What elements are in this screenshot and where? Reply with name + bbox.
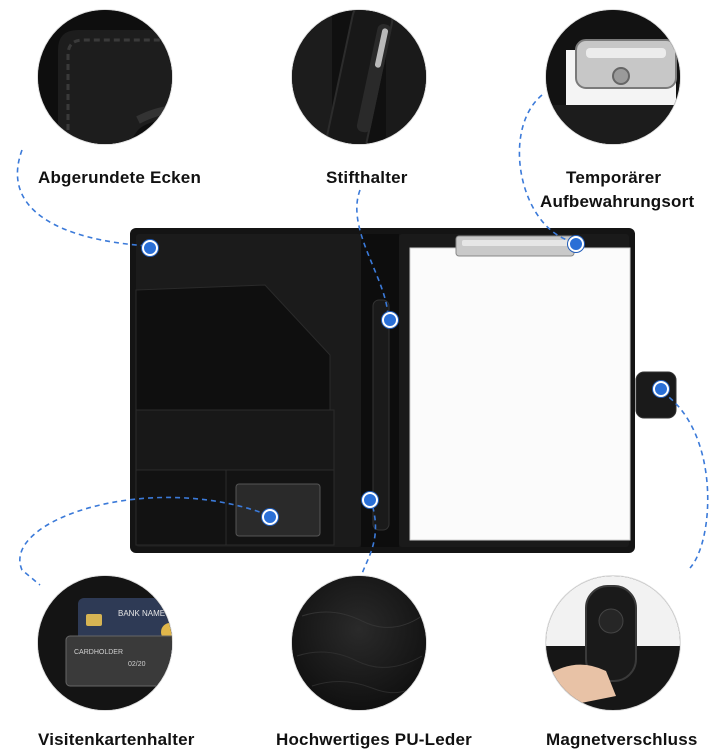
- connector-temp-storage: [518, 94, 575, 243]
- pen-holder-photo: [292, 10, 426, 144]
- label-pen-holder: Stifthalter: [326, 168, 408, 187]
- connector-card-holder: [19, 496, 269, 586]
- label-pu-leather: Hochwertiges PU-Leder: [276, 730, 472, 749]
- clip-photo: [546, 10, 680, 144]
- marker-card-holder: [262, 509, 278, 525]
- label-rounded-corners: Abgerundete Ecken: [38, 168, 202, 187]
- label-temp-storage-line1: Temporärer: [566, 168, 662, 187]
- connector-rounded-corners: [16, 149, 149, 247]
- card-holder-text: CARDHOLDER: [74, 649, 123, 656]
- card-holder-photo: BANK NAME CARDHOLDER 02/20: [38, 576, 172, 710]
- label-magnetic-closure: Magnetverschluss: [546, 730, 698, 749]
- marker-pen-holder: [382, 312, 398, 328]
- connector-magnetic-closure: [661, 391, 709, 569]
- detail-pu-leather: [292, 576, 426, 710]
- pen-loop: [372, 299, 390, 531]
- document-pocket: [135, 284, 331, 411]
- detail-pen-holder: [292, 10, 426, 144]
- clip-highlight: [462, 240, 568, 246]
- marker-magnetic-closure: [653, 381, 669, 397]
- detail-temp-storage: [546, 10, 680, 144]
- card-bank-name: BANK NAME: [118, 609, 165, 618]
- connector-pu-leather: [359, 497, 377, 581]
- detail-rounded-corners: [38, 10, 172, 144]
- rounded-corner-photo: [38, 10, 172, 144]
- leather-texture-photo: [292, 576, 426, 710]
- label-card-holder: Visitenkartenhalter: [38, 730, 195, 749]
- detail-card-holder: BANK NAME CARDHOLDER 02/20: [38, 576, 172, 710]
- magnetic-closure-photo: [546, 576, 680, 710]
- detail-magnetic-closure: [546, 576, 680, 710]
- card-expiry: 02/20: [128, 661, 146, 668]
- card-window: [235, 483, 321, 537]
- marker-rounded-corners: [142, 240, 158, 256]
- paper-pad: [409, 247, 631, 541]
- label-temp-storage-line2: Aufbewahrungsort: [540, 192, 695, 211]
- marker-pu-leather: [362, 492, 378, 508]
- connector-pen-holder: [356, 189, 389, 319]
- marker-temp-storage: [568, 236, 584, 252]
